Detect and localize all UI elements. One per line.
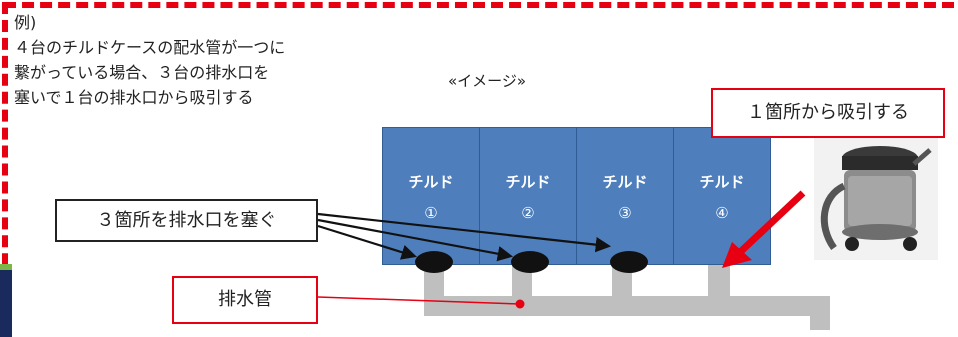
- drain-plugs: [415, 251, 648, 273]
- leader-dot: [515, 299, 525, 309]
- example-line-2: 繋がっている場合、３台の排水口を: [14, 63, 270, 82]
- case-name: チルド: [505, 173, 551, 191]
- edge-accent: [0, 264, 12, 272]
- case-name: チルド: [602, 173, 648, 191]
- drain-plug-1: [415, 251, 453, 273]
- suction-arrow-shaft: [734, 190, 806, 258]
- block-drain-arrows: [317, 212, 612, 262]
- case-number: ④: [715, 204, 729, 222]
- suction-callout: １箇所から吸引する: [711, 88, 945, 138]
- example-line-3: 塞いで１台の排水口から吸引する: [14, 88, 254, 107]
- arrow-to-plug-1: [317, 224, 417, 260]
- drain-plug-3: [610, 251, 648, 273]
- chilled-case-3: チルド ③: [576, 127, 674, 265]
- case-number: ③: [618, 204, 632, 222]
- dashed-border-left: [2, 2, 8, 337]
- example-text: 例) ４台のチルドケースの配水管が一つに 繋がっている場合、３台の排水口を 塞い…: [14, 10, 285, 110]
- vacuum-cleaner-icon: [814, 136, 938, 260]
- pipe-riser-4: [708, 265, 730, 300]
- example-heading: 例): [14, 13, 37, 32]
- example-line-1: ４台のチルドケースの配水管が一つに: [14, 38, 286, 57]
- arrow-to-plug-2: [317, 218, 514, 262]
- case-name: チルド: [699, 173, 745, 191]
- pipe-horizontal: [424, 296, 830, 316]
- suction-arrow: [722, 190, 806, 268]
- block-drains-callout: ３箇所を排水口を塞ぐ: [55, 199, 318, 242]
- drain-plug-2: [511, 251, 549, 273]
- suction-arrow-head: [722, 242, 752, 268]
- pipe-outlet: [810, 296, 830, 330]
- drain-pipe-leader: [317, 296, 525, 309]
- edge-panel: [0, 270, 12, 337]
- drain-pipe-callout: 排水管: [172, 276, 318, 324]
- case-number: ②: [521, 204, 535, 222]
- case-name: チルド: [408, 173, 454, 191]
- chilled-case-2: チルド ②: [479, 127, 577, 265]
- dashed-border-top: [4, 2, 954, 8]
- image-label: «イメージ»: [448, 72, 527, 90]
- arrow-to-plug-3: [317, 212, 612, 253]
- case-number: ①: [424, 204, 438, 222]
- leader-line: [317, 296, 521, 305]
